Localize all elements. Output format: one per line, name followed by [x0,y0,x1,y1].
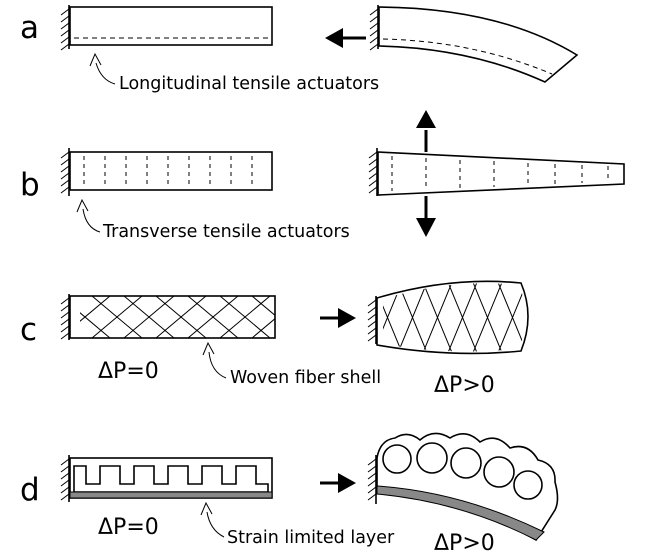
panel-b-left-wall [60,148,70,196]
panel-a-bent-beam [378,6,579,83]
panel-b: b Transverse tensile actuators [20,110,625,242]
panel-a-caption: Longitudinal tensile actuators [119,74,379,94]
panel-c-pressure-right: ΔP>0 [434,373,495,398]
panel-c-straight-shell [69,295,276,339]
panel-c-caption: Woven fiber shell [230,368,381,388]
panel-a-bent-actuator-line [382,38,553,75]
panel-c-letter: c [20,312,37,348]
panel-d-chambers [73,465,269,493]
panel-c-right-wall [367,296,377,344]
panel-c-left-wall [60,294,70,340]
panel-d: d ΔP=0 Strain limited layer [20,432,559,555]
panel-a-arrow [325,28,366,48]
panel-d-arrow [320,473,356,493]
panel-d-pressure-left: ΔP=0 [98,515,159,540]
panel-a-caption-pointer [95,62,116,85]
panel-d-letter: d [20,472,40,508]
panel-b-actuator-lines [83,156,253,188]
panel-c-arrow [320,308,356,328]
panel-d-caption: Strain limited layer [227,528,395,548]
panel-c-inflated-shell [376,280,529,355]
panel-d-left-wall [60,455,70,502]
panel-b-elongated-beam [377,151,625,196]
panel-b-expand-arrow-up [416,110,436,152]
panel-b-elongated-actuator-lines [391,156,609,191]
panel-d-strain-layer [69,491,273,499]
panel-b-letter: b [20,167,40,203]
panel-d-inflated-chambers [382,442,543,500]
panel-a-right-wall [369,5,379,51]
panel-b-caption: Transverse tensile actuators [102,222,350,242]
panel-d-pressure-right: ΔP>0 [434,531,495,555]
panel-c-caption-pointer [208,351,227,379]
panel-d-bent-body [376,432,559,542]
panel-b-expand-arrow-down [416,196,436,237]
panel-d-bent-strain-layer [376,485,545,541]
panel-c-woven-fibers [80,296,275,338]
panel-a-left-wall [60,5,70,51]
panel-d-right-wall [367,455,377,504]
panel-b-caption-pointer [82,208,101,233]
panel-a-letter: a [20,10,39,46]
panel-b-right-wall [368,148,378,196]
panel-c-pressure-left: ΔP=0 [98,359,159,384]
panel-a: a Longitudinal tensile actuators [20,5,579,94]
panel-a-straight-beam [69,6,273,46]
panel-c: c ΔP=0 Woven fiber shell [20,280,529,398]
panel-d-caption-pointer [206,511,225,538]
panel-b-straight-beam [69,151,273,191]
